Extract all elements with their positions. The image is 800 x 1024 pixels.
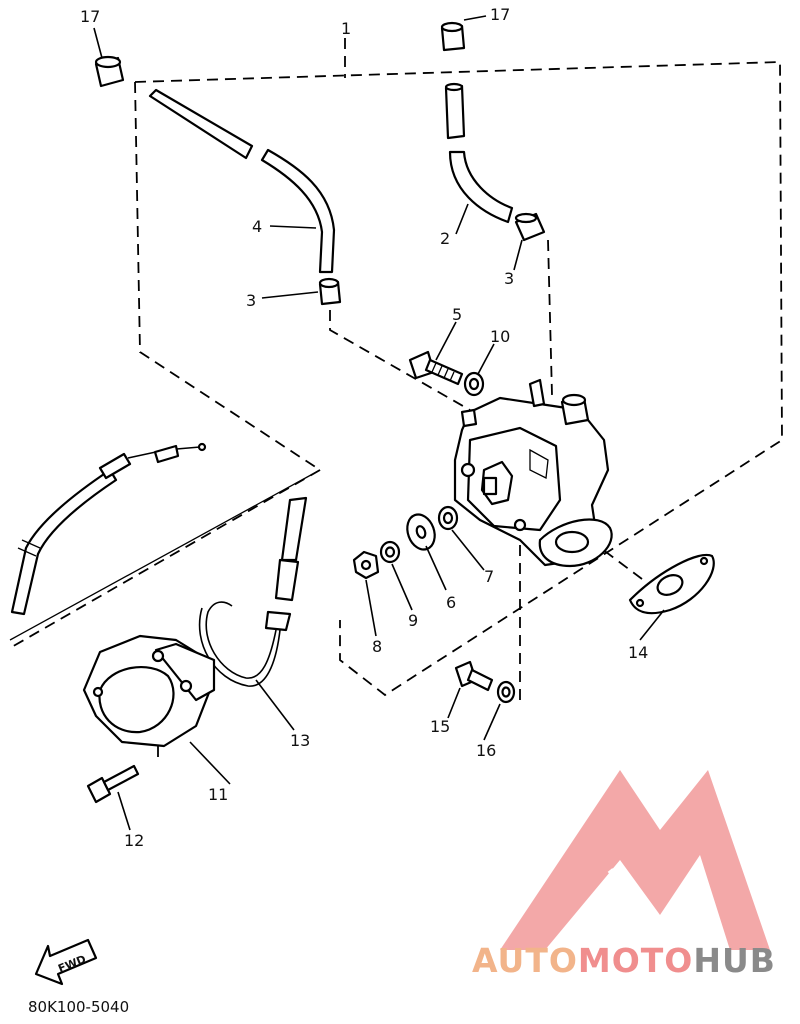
clamp-3-left — [318, 277, 342, 306]
washer-10 — [463, 371, 485, 397]
label-4: 4 — [252, 217, 262, 236]
label-17-right: 17 — [490, 5, 510, 24]
gasket-14 — [628, 553, 715, 615]
label-8: 8 — [372, 637, 382, 656]
label-10: 10 — [490, 327, 510, 346]
leader-lines — [93, 15, 665, 831]
hose-2 — [444, 82, 514, 224]
label-7: 7 — [484, 567, 494, 586]
oil-pump-body — [453, 378, 613, 568]
assembly-outline — [9, 38, 783, 760]
cap-17-left — [94, 55, 125, 88]
bolt-12 — [86, 764, 140, 804]
watermark-logo — [500, 770, 770, 950]
label-6: 6 — [446, 593, 456, 612]
label-11: 11 — [208, 785, 228, 804]
washer-9 — [379, 540, 401, 564]
label-15: 15 — [430, 717, 450, 736]
label-12: 12 — [124, 831, 144, 850]
label-16: 16 — [476, 741, 496, 760]
label-3-left: 3 — [246, 291, 256, 310]
washer-7 — [437, 505, 459, 531]
label-14: 14 — [628, 643, 648, 662]
bolt-15 — [454, 660, 494, 692]
fwd-arrow-icon: FWD — [34, 938, 98, 986]
label-17-left: 17 — [80, 7, 100, 26]
hose-4 — [148, 88, 336, 274]
throttle-cable — [10, 442, 207, 616]
watermark-brand: AUTOMOTOHUB — [472, 941, 776, 980]
svg-text:AUTOMOTOHUB: AUTOMOTOHUB — [472, 941, 776, 980]
clamp-3-right — [514, 212, 546, 242]
part-labels: 17 17 1 4 2 3 3 5 10 6 7 8 9 14 15 16 11… — [80, 5, 648, 850]
cap-17-right — [440, 21, 466, 52]
label-1: 1 — [341, 19, 351, 38]
bolt-5 — [408, 350, 464, 386]
diagram-code: 80K100-5040 — [28, 998, 129, 1016]
brand-auto: AUTO — [472, 941, 578, 980]
label-13: 13 — [290, 731, 310, 750]
nut-8 — [352, 550, 380, 580]
label-5: 5 — [452, 305, 462, 324]
plate-6 — [406, 513, 436, 551]
label-9: 9 — [408, 611, 418, 630]
brand-moto: MOTO — [578, 941, 693, 980]
sensor-cable-13 — [198, 496, 308, 687]
label-2: 2 — [440, 229, 450, 248]
label-3-right: 3 — [504, 269, 514, 288]
brand-hub: HUB — [693, 941, 776, 980]
cover-11 — [82, 634, 216, 748]
washer-16 — [496, 680, 516, 704]
